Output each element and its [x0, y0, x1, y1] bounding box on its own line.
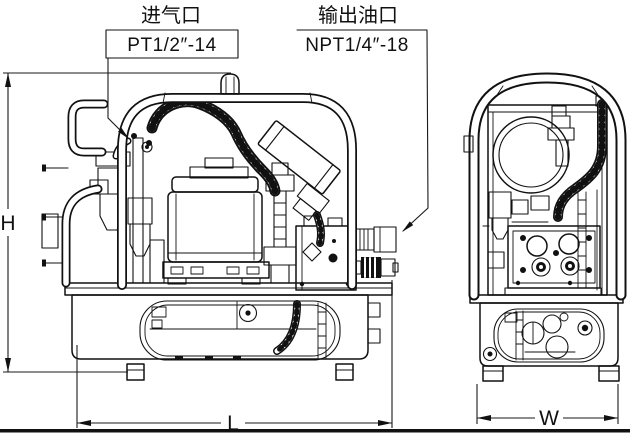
air-supply-tube [61, 179, 109, 288]
end-arch-handle [463, 72, 627, 301]
leader-arrowhead [118, 128, 129, 139]
tank-side-tab [367, 328, 381, 344]
height-dim-label: H [0, 212, 15, 235]
callout-oil-outlet: 输出油口 NPT1/4″-18 [296, 3, 429, 232]
left-hook-handle [67, 99, 109, 157]
output-couplers [351, 226, 399, 278]
leader-arrowhead [402, 221, 414, 232]
arrowhead-left [477, 415, 491, 421]
arrowhead-right [378, 420, 392, 426]
end-tank-window [493, 308, 605, 363]
tank-plug [238, 303, 258, 323]
air-inlet-title: 进气口 [141, 3, 201, 27]
arrowhead-left [77, 420, 91, 426]
dimension-height: H [0, 72, 231, 373]
handle-frame [117, 92, 357, 290]
end-corrugated-hose [553, 95, 611, 222]
air-motor [162, 157, 270, 285]
oil-tank [71, 294, 381, 361]
drain-plug [482, 346, 498, 362]
end-view-feet [482, 365, 620, 382]
arrowhead-right [604, 415, 618, 421]
tank-side-tab [367, 302, 381, 318]
valve-diamond [302, 242, 322, 262]
dimension-length: L [76, 280, 393, 435]
callout-air-inlet: 进气口 PT1/2″-14 [105, 3, 239, 140]
width-dim-label: W [539, 407, 559, 430]
tank-hose-elbow [273, 300, 301, 355]
air-inlet-thread: PT1/2″-14 [127, 35, 216, 56]
length-dim-label: L [227, 412, 239, 435]
end-left-stack [482, 191, 550, 269]
arrowhead-down [5, 358, 11, 372]
handle-clip [463, 135, 474, 153]
oil-outlet-title: 输出油口 [318, 3, 398, 27]
top-knob [220, 73, 240, 95]
oil-outlet-thread: NPT1/4″-18 [305, 35, 409, 56]
air-inlet-port [141, 141, 153, 153]
dimension-width: W [476, 384, 619, 431]
drawing-bottom-border [0, 429, 630, 433]
side-view [41, 73, 399, 381]
arrowhead-up [5, 73, 11, 87]
manifold-block [504, 225, 602, 296]
end-tank [479, 302, 619, 367]
end-view [463, 72, 627, 382]
end-top-fittings [547, 105, 575, 167]
muffler-circle [492, 116, 570, 194]
angled-control-valve [257, 120, 341, 247]
